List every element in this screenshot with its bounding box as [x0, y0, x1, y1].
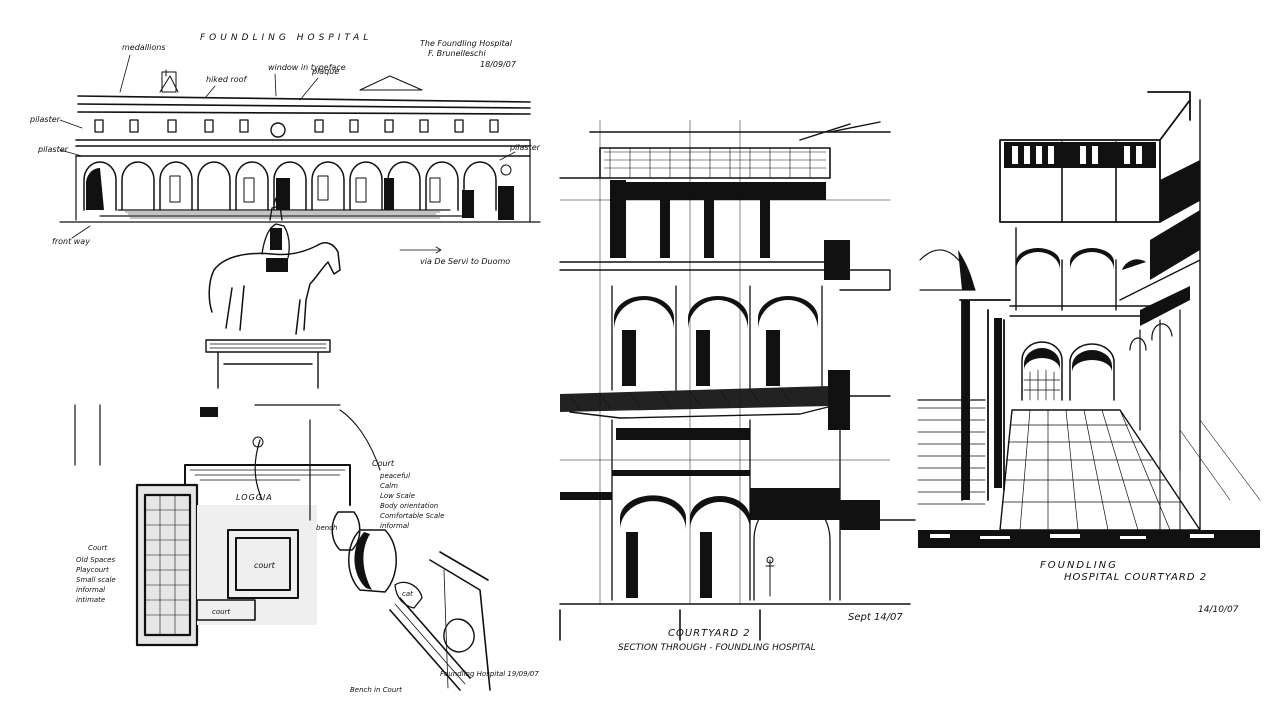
- sketch2-signature: Foundling Hospital 19/09/07: [440, 670, 539, 678]
- urns: [331, 511, 397, 593]
- court2-note-4: informal: [76, 586, 105, 594]
- bench: [389, 551, 491, 691]
- court-note-6: informal: [380, 522, 409, 530]
- courtyard-section-sketch: Sept 14/07 COURTYARD 2 SECTION THROUGH -…: [559, 119, 916, 653]
- court2-note-3: Small scale: [76, 576, 116, 584]
- equestrian-statue: [205, 197, 341, 389]
- court-note-5: Comfortable Scale: [380, 512, 444, 520]
- facade-note-line-2: F. Brunelleschi: [428, 49, 487, 58]
- perspective-caption-2: HOSPITAL COURTYARD 2: [1064, 572, 1207, 583]
- section-date: Sept 14/07: [848, 612, 903, 623]
- label-front-way: front way: [52, 237, 90, 246]
- label-pilaster-upper: pilaster: [29, 115, 61, 124]
- label-cat: cat: [402, 590, 413, 598]
- label-court-small: court: [212, 608, 230, 616]
- perspective-floor: [999, 409, 1261, 531]
- court-note-2: Calm: [380, 482, 398, 490]
- court-plan-sketch: LOGGIA court court Court peaceful Calm L…: [74, 404, 539, 694]
- court2-note-2: Playcourt: [76, 566, 109, 574]
- label-via-note: via De Servi to Duomo: [420, 257, 510, 266]
- label-court: court: [254, 561, 276, 570]
- section-caption-2: SECTION THROUGH - FOUNDLING HOSPITAL: [618, 643, 816, 653]
- facade-note-line-1: The Foundling Hospital: [420, 39, 513, 48]
- court2-note-5: intimate: [76, 596, 105, 604]
- courtyard-perspective-sketch: FOUNDLING HOSPITAL COURTYARD 2 14/10/07: [917, 91, 1261, 615]
- perspective-caption-1: FOUNDLING: [1040, 560, 1118, 571]
- court2-notes-title: Court: [88, 544, 107, 552]
- label-medallions: medallions: [122, 43, 166, 52]
- label-bench: bench: [316, 524, 337, 532]
- court-note-1: peaceful: [379, 472, 410, 480]
- sketch2-bench-caption: Bench in Court: [350, 686, 402, 694]
- facade-sketch: FOUNDLING HOSPITAL The Foundling Hospita…: [29, 33, 541, 389]
- label-loggia: LOGGIA: [236, 493, 273, 502]
- court-note-3: Low Scale: [380, 492, 415, 500]
- court2-note-1: Old Spaces: [76, 556, 115, 564]
- facade-note-line-3: 18/09/07: [480, 60, 517, 69]
- plan-wing-left: [137, 485, 197, 645]
- facade-title: FOUNDLING HOSPITAL: [200, 33, 372, 43]
- section-caption-1: COURTYARD 2: [668, 628, 751, 639]
- label-window-in-typeface: window in typeface: [268, 63, 346, 72]
- label-hiked-roof: hiked roof: [206, 75, 248, 84]
- court-note-4: Body orientation: [380, 502, 438, 510]
- label-pilaster-lower: pilaster: [37, 145, 69, 154]
- label-pilaster-right: pilaster: [509, 143, 541, 152]
- label-plaque: plaque: [311, 67, 339, 76]
- section-middle-arcade: [611, 285, 823, 391]
- section-ground-arcade: [620, 495, 831, 601]
- court-notes-title: Court: [372, 459, 395, 468]
- perspective-date: 14/10/07: [1198, 605, 1239, 615]
- facade-window-row: [94, 119, 499, 138]
- facade-arcade: [83, 161, 514, 220]
